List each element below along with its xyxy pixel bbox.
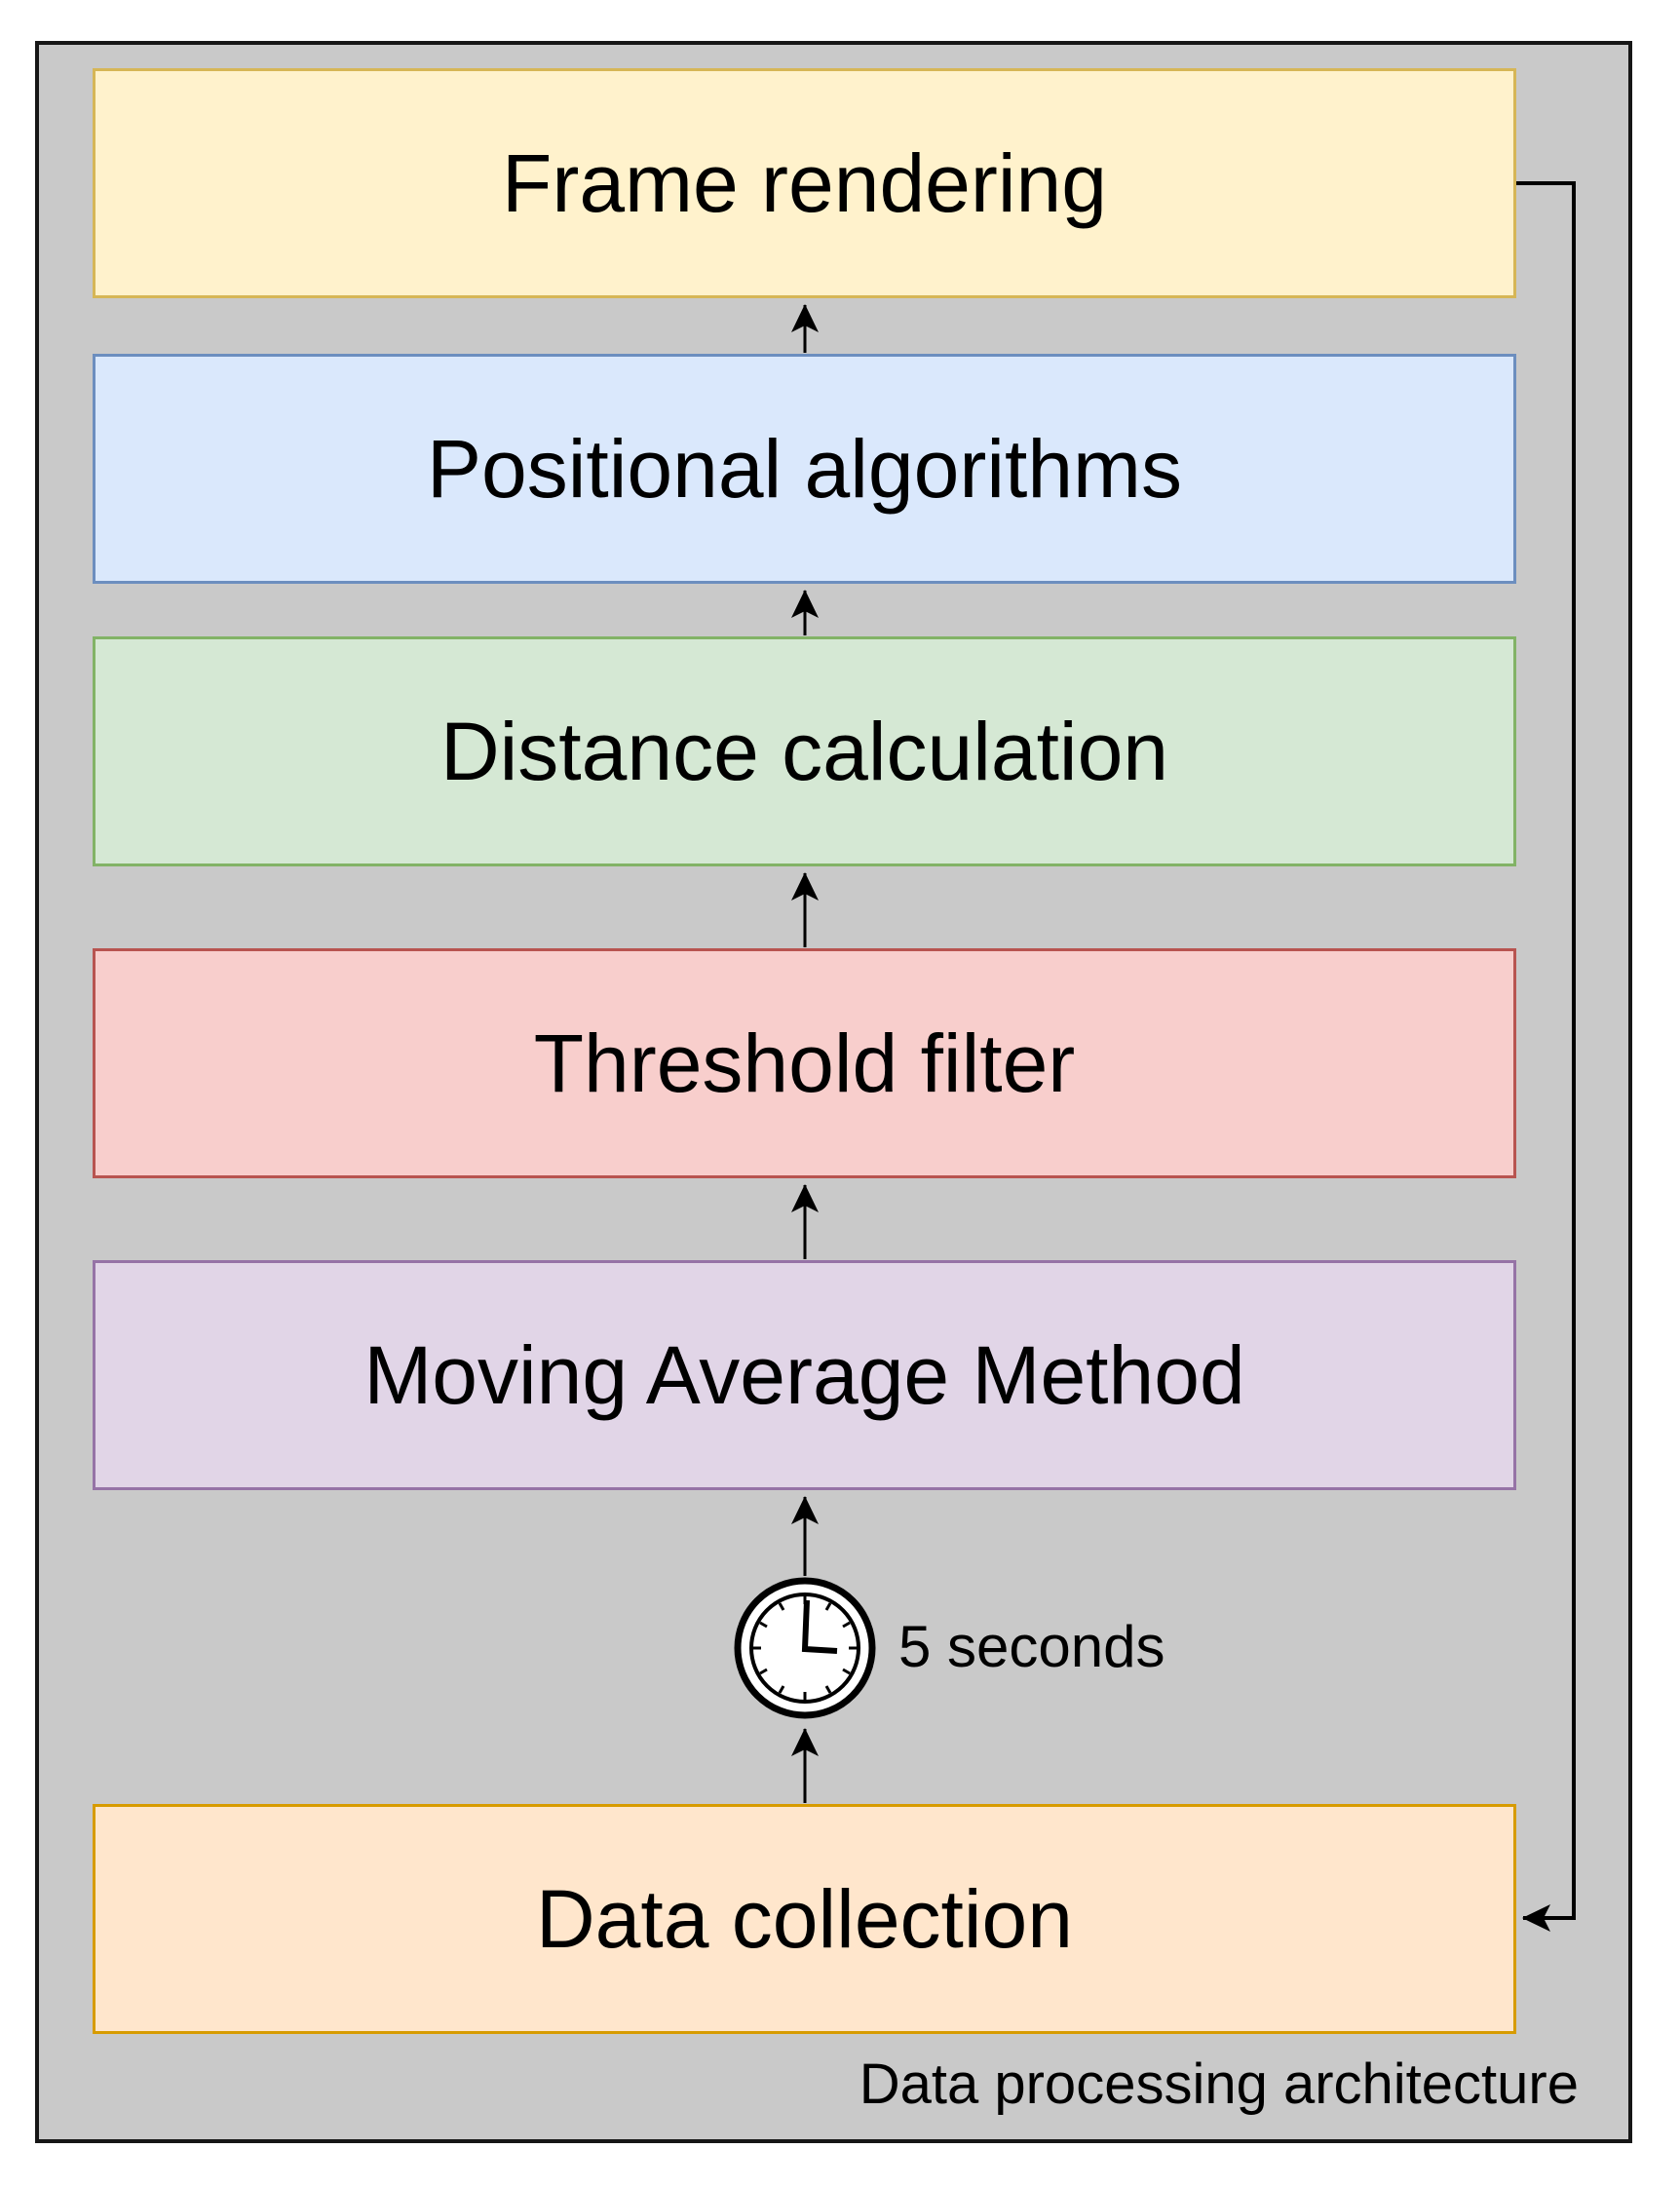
- diagram-caption: Data processing architecture: [859, 2053, 1579, 2116]
- node-threshold-filter: Threshold filter: [93, 948, 1516, 1178]
- node-distance-calculation: Distance calculation: [93, 636, 1516, 866]
- timer-label: 5 seconds: [898, 1614, 1165, 1679]
- node-positional-algorithms: Positional algorithms: [93, 354, 1516, 584]
- node-frame-rendering: Frame rendering: [93, 68, 1516, 298]
- node-moving-average-method: Moving Average Method: [93, 1260, 1516, 1490]
- node-label: Moving Average Method: [363, 1328, 1245, 1421]
- node-label: Frame rendering: [502, 136, 1107, 229]
- node-label: Data collection: [536, 1872, 1073, 1965]
- node-label: Distance calculation: [439, 705, 1169, 797]
- node-label: Threshold filter: [533, 1017, 1076, 1109]
- node-data-collection: Data collection: [93, 1804, 1516, 2034]
- node-label: Positional algorithms: [426, 422, 1183, 515]
